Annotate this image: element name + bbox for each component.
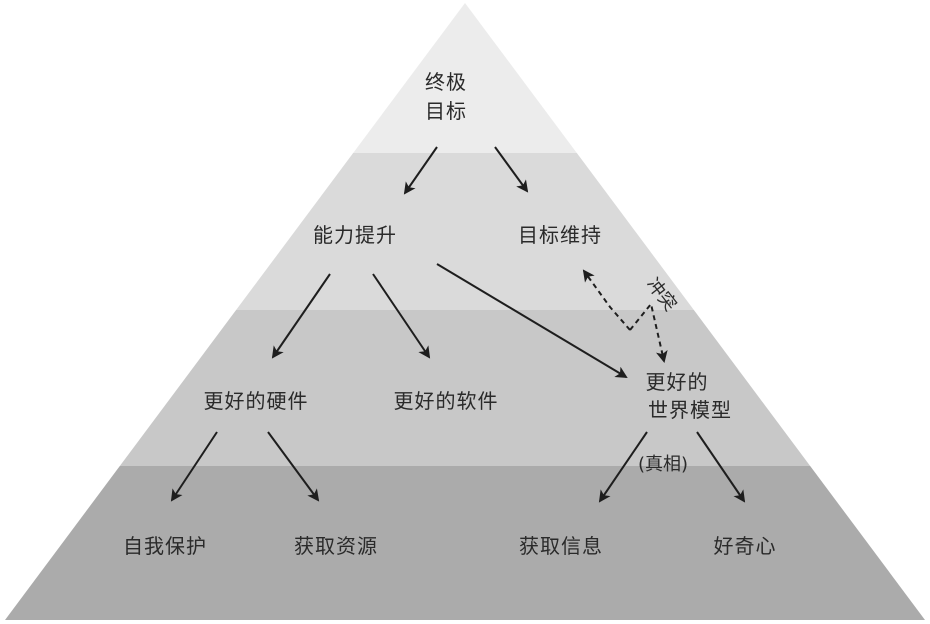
arrow-goal-to-capability	[403, 146, 438, 195]
pyramid-band-3	[5, 310, 925, 466]
arrows	[170, 146, 746, 503]
pyramid-band-2	[5, 153, 925, 310]
label-ultimate-goal-line1: 终极	[425, 70, 467, 94]
arrow-capability-to-hardware	[271, 273, 331, 359]
label-acquire-resources: 获取资源	[294, 534, 378, 558]
conflict-arrows	[582, 269, 668, 363]
label-acquire-information: 获取信息	[519, 534, 603, 558]
arrow-capability-to-software	[372, 273, 431, 359]
arrow-worldmodel-to-curiosity	[696, 431, 746, 503]
arrow-goal-to-maintenance	[494, 146, 529, 193]
label-truth: (真相)	[638, 454, 688, 475]
pyramid-band-bottom	[5, 466, 925, 620]
label-ultimate-goal-line2: 目标	[425, 99, 467, 123]
label-capability-improvement: 能力提升	[313, 223, 397, 247]
conflict-arrow-down	[629, 301, 668, 363]
label-better-world-model-line2: 世界模型	[648, 398, 732, 422]
label-better-world-model-line1: 更好的	[646, 370, 709, 394]
label-goal-maintenance: 目标维持	[518, 223, 602, 247]
labels: 终极 目标 能力提升 目标维持 更好的硬件 更好的软件 更好的 世界模型 自我保…	[123, 70, 777, 558]
arrow-capability-to-worldmodel	[436, 263, 628, 379]
arrow-hardware-to-selfprotection	[170, 431, 218, 502]
conflict-arrow-up	[582, 269, 631, 331]
label-self-protection: 自我保护	[123, 534, 207, 558]
arrow-hardware-to-resources	[267, 431, 320, 502]
label-better-hardware: 更好的硬件	[204, 389, 309, 413]
label-better-software: 更好的软件	[394, 389, 499, 413]
arrow-worldmodel-to-information	[598, 431, 648, 503]
label-curiosity: 好奇心	[714, 534, 777, 558]
